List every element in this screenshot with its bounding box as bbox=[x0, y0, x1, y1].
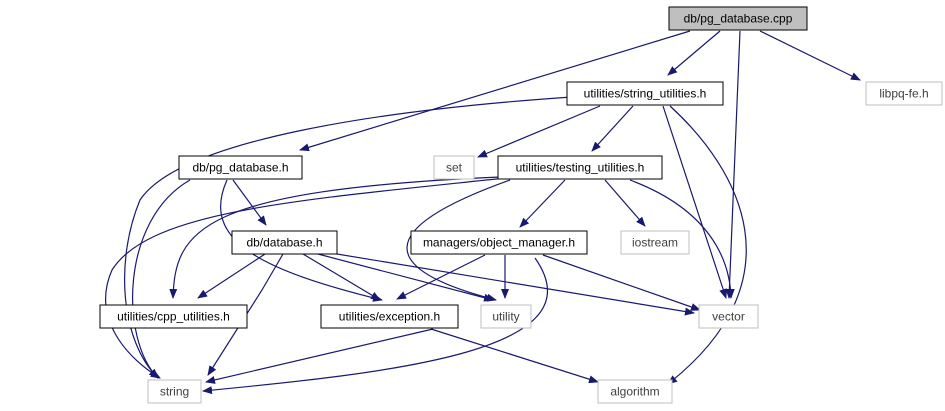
node-string: string bbox=[147, 379, 202, 404]
node-database_h[interactable]: db/database.h bbox=[231, 230, 338, 255]
edge-pg_database_cpp-to-string_utilities_h bbox=[667, 30, 721, 76]
node-label: utilities/string_utilities.h bbox=[584, 87, 707, 101]
node-label: libpq-fe.h bbox=[879, 87, 928, 101]
node-box bbox=[497, 155, 663, 180]
node-box bbox=[597, 379, 673, 404]
node-pg_database_cpp[interactable]: db/pg_database.cpp bbox=[668, 6, 808, 31]
node-utility: utility bbox=[480, 304, 532, 329]
node-box bbox=[566, 81, 724, 106]
node-box bbox=[698, 304, 759, 329]
node-label: vector bbox=[712, 310, 745, 324]
edge-pg_database_cpp-to-pg_database_h bbox=[299, 30, 691, 152]
node-string_utilities_h[interactable]: utilities/string_utilities.h bbox=[566, 81, 724, 106]
edge-testing_utilities_h-to-iostream bbox=[604, 179, 646, 227]
edge-object_manager_h-to-string bbox=[202, 257, 549, 395]
node-label: db/pg_database.h bbox=[192, 161, 288, 175]
node-box bbox=[480, 304, 532, 329]
edge-database_h-to-string bbox=[207, 253, 284, 376]
node-label: string bbox=[160, 385, 189, 399]
edge-database_h-to-utility bbox=[317, 253, 494, 302]
node-testing_utilities_h[interactable]: utilities/testing_utilities.h bbox=[497, 155, 663, 180]
node-exception_h[interactable]: utilities/exception.h bbox=[320, 304, 459, 329]
edge-exception_h-to-algorithm bbox=[430, 328, 599, 384]
node-pg_database_h[interactable]: db/pg_database.h bbox=[178, 155, 303, 180]
node-iostream: iostream bbox=[620, 230, 690, 255]
node-label: managers/object_manager.h bbox=[423, 236, 575, 250]
node-box bbox=[231, 230, 338, 255]
edge-string_utilities_h-to-set bbox=[477, 105, 601, 158]
edge-pg_database_h-to-database_h bbox=[232, 179, 267, 226]
node-label: algorithm bbox=[610, 385, 659, 399]
edge-string_utilities_h-to-testing_utilities_h bbox=[591, 105, 634, 152]
node-algorithm: algorithm bbox=[597, 379, 673, 404]
node-label: utility bbox=[492, 310, 519, 324]
node-libpq_fe_h: libpq-fe.h bbox=[865, 81, 943, 106]
node-object_manager_h[interactable]: managers/object_manager.h bbox=[410, 230, 588, 255]
edge-testing_utilities_h-to-object_manager_h bbox=[519, 179, 566, 228]
node-label: iostream bbox=[632, 236, 678, 250]
node-box bbox=[99, 304, 248, 329]
node-label: utilities/exception.h bbox=[339, 310, 440, 324]
edge-pg_database_cpp-to-vector bbox=[725, 30, 741, 299]
node-label: set bbox=[446, 161, 463, 175]
edge-object_manager_h-to-exception_h bbox=[396, 254, 486, 300]
edge-testing_utilities_h-to-cpp_utilities_h bbox=[169, 176, 501, 299]
edge-pg_database_cpp-to-libpq_fe_h bbox=[759, 30, 861, 81]
edge-string_utilities_h-to-vector bbox=[662, 105, 727, 299]
edges bbox=[105, 30, 861, 395]
nodes: db/pg_database.cpp utilities/string_utili… bbox=[99, 6, 943, 404]
node-label: db/pg_database.cpp bbox=[684, 12, 793, 26]
edge-testing_utilities_h-to-vector bbox=[629, 179, 735, 299]
node-label: db/database.h bbox=[246, 236, 322, 250]
node-label: utilities/cpp_utilities.h bbox=[117, 310, 230, 324]
edge-object_manager_h-to-vector bbox=[542, 254, 701, 311]
edge-pg_database_h-to-string bbox=[132, 179, 191, 379]
edge-database_h-to-vector bbox=[336, 253, 695, 316]
node-cpp_utilities_h[interactable]: utilities/cpp_utilities.h bbox=[99, 304, 248, 329]
node-box bbox=[147, 379, 202, 404]
edge-testing_utilities_h-to-utility bbox=[406, 179, 511, 302]
node-set: set bbox=[433, 155, 475, 180]
node-box bbox=[320, 304, 459, 329]
node-box bbox=[865, 81, 943, 106]
node-box bbox=[410, 230, 588, 255]
node-box bbox=[668, 6, 808, 31]
node-box bbox=[620, 230, 690, 255]
edge-testing_utilities_h-to-string bbox=[105, 176, 516, 379]
node-box bbox=[178, 155, 303, 180]
node-vector: vector bbox=[698, 304, 759, 329]
edge-database_h-to-exception_h bbox=[302, 253, 381, 301]
edge-string_utilities_h-to-algorithm bbox=[667, 105, 747, 385]
edge-exception_h-to-string bbox=[205, 328, 434, 384]
edge-database_h-to-cpp_utilities_h bbox=[197, 253, 266, 299]
node-label: utilities/testing_utilities.h bbox=[516, 161, 645, 175]
node-box bbox=[433, 155, 475, 180]
